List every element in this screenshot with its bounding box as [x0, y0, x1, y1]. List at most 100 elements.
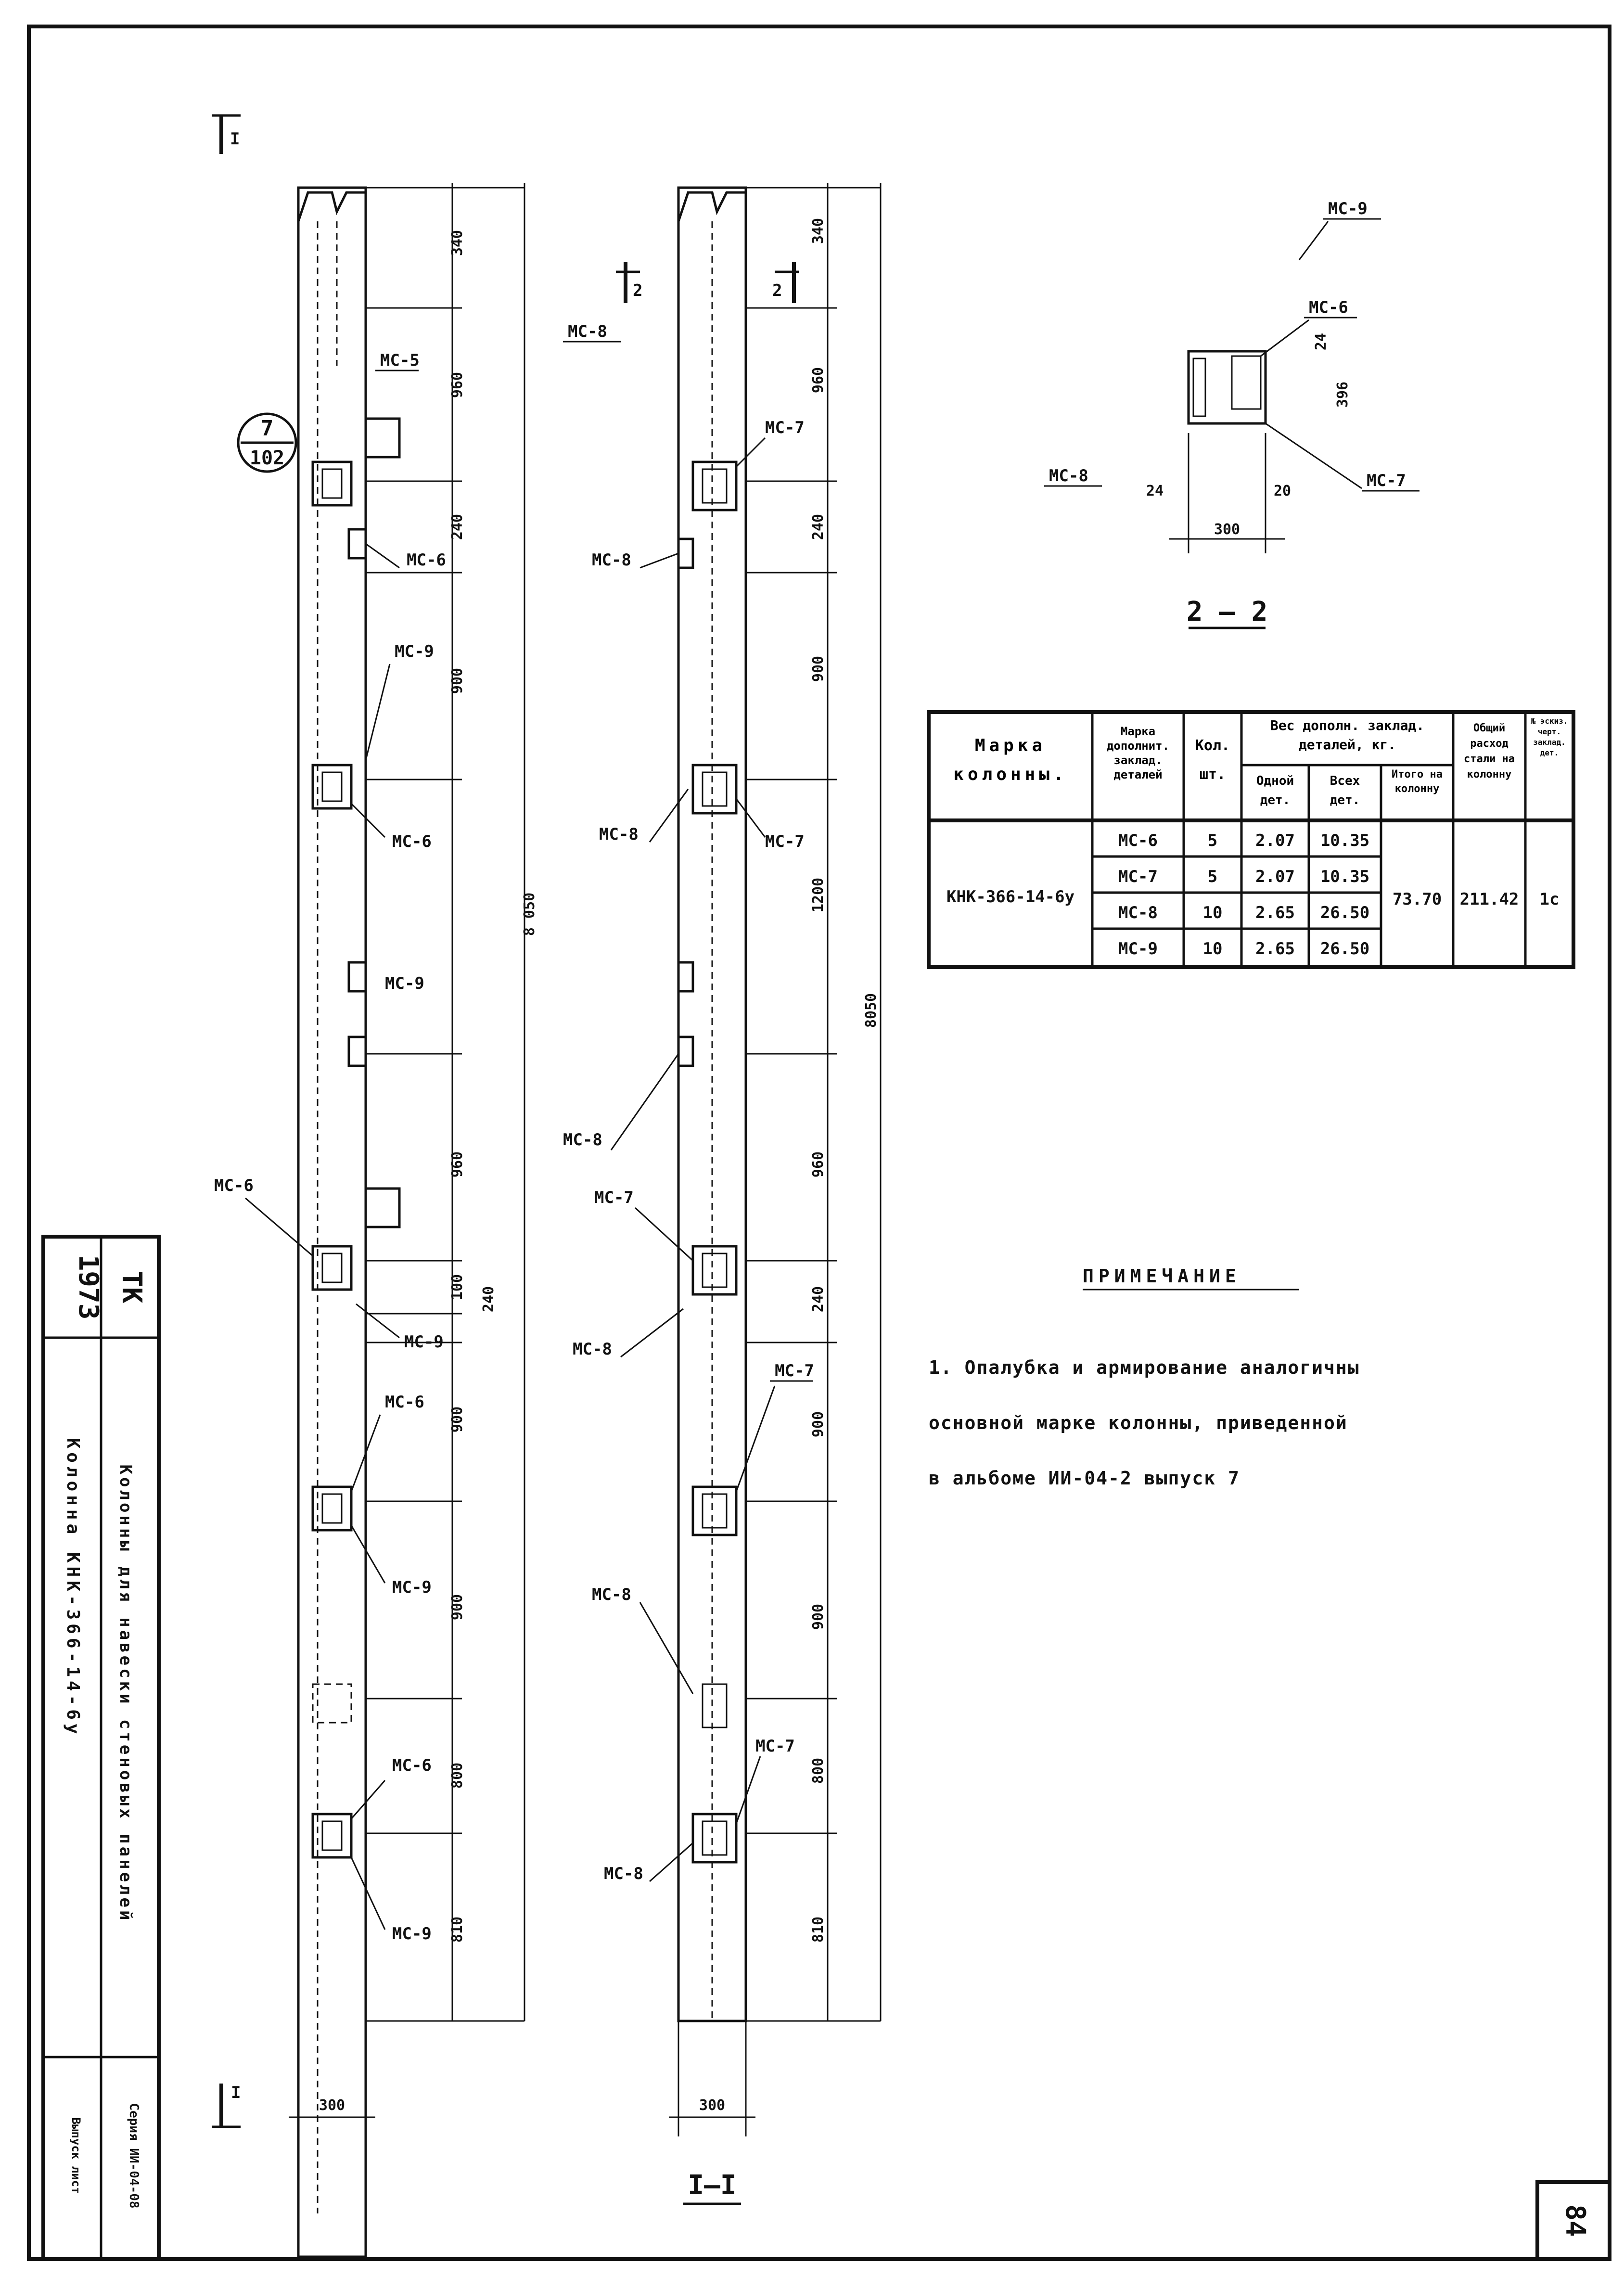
svg-text:МС-7: МС-7: [1118, 867, 1158, 886]
note-title: ПРИМЕЧАНИЕ: [1083, 1266, 1241, 1287]
svg-text:10.35: 10.35: [1320, 831, 1369, 850]
label-mc9-d: МС-9: [392, 1578, 432, 1597]
note-block: ПРИМЕЧАНИЕ 1. Опалубка и армирование ана…: [929, 1266, 1359, 1489]
table-row: МС-8 10 2.65 26.50: [1118, 903, 1369, 922]
left-console-upper: [366, 417, 401, 459]
th-column-mark: Марка колонны.: [953, 736, 1068, 784]
svg-text:2.65: 2.65: [1255, 939, 1295, 959]
td-total: 73.70: [1393, 890, 1442, 909]
left-dim-11: 810: [449, 1917, 466, 1943]
svg-text:2: 2: [772, 281, 782, 300]
label-mc9-e: МС-9: [392, 1924, 432, 1944]
th-qty: Кол. шт.: [1195, 737, 1230, 783]
right-dim-10: 800: [810, 1758, 827, 1784]
svg-text:10.35: 10.35: [1320, 867, 1369, 886]
svg-text:I: I: [231, 2083, 241, 2102]
stamp-series: Серия ИИ-04-08: [127, 2103, 141, 2208]
label-mc6-c: МС-6: [214, 1176, 254, 1195]
svg-text:2.07: 2.07: [1255, 831, 1295, 850]
label-mc8-e: МС-8: [573, 1340, 612, 1359]
svg-text:24: 24: [1146, 483, 1164, 499]
svg-text:7: 7: [261, 416, 274, 441]
th-steel: Общий расход стали на колонну: [1464, 722, 1515, 780]
left-dim-6: 100: [449, 1274, 466, 1300]
label-mc8-g: МС-8: [604, 1864, 643, 1883]
sec2-label-mc9: МС-9: [1328, 199, 1368, 218]
right-column-section: 2 2 МС-8 МС-7 МС-8 МС-8: [563, 183, 882, 2205]
svg-text:10: 10: [1203, 939, 1223, 959]
label-mc8-d: МС-8: [563, 1130, 602, 1150]
th-weight: Вес дополн. заклад. деталей, кг.: [1270, 717, 1425, 753]
label-mc7-e: МС-7: [755, 1737, 795, 1756]
svg-text:20: 20: [1274, 483, 1291, 499]
left-dim-10: 800: [449, 1763, 466, 1789]
th-one: Одной дет.: [1256, 774, 1294, 807]
section-mark-bottom: I: [212, 2083, 241, 2128]
right-column-head: [677, 191, 747, 222]
label-mc7-a: МС-7: [765, 418, 805, 437]
label-mc7-b: МС-7: [765, 832, 805, 851]
left-embedded-parts: [311, 460, 367, 1859]
right-dim-5: 1200: [810, 878, 827, 912]
svg-text:МС-8: МС-8: [1118, 903, 1158, 922]
note-line-3: в альбоме ИИ-04-2 выпуск 7: [929, 1468, 1240, 1489]
right-dim-11: 810: [810, 1917, 827, 1943]
right-dimension-chain: [746, 187, 881, 2022]
svg-text:2: 2: [633, 281, 642, 300]
sec2-label-mc6: МС-6: [1309, 298, 1348, 317]
section-2-2-title: 2 – 2: [1187, 596, 1268, 627]
svg-text:24: 24: [1313, 333, 1330, 350]
right-dim-1: 340: [810, 218, 827, 244]
left-console-lower: [366, 1187, 401, 1228]
right-embedded-parts: [677, 460, 738, 1864]
th-detail-mark: Марка дополнит. заклад. деталей: [1106, 725, 1170, 781]
left-dim-3: 240: [449, 514, 466, 540]
svg-text:10: 10: [1203, 903, 1223, 922]
sheet-number: 84: [1560, 2204, 1591, 2237]
left-dim-1: 340: [449, 230, 466, 256]
right-total-dim: 8050: [863, 993, 880, 1028]
left-dim-9: 900: [449, 1594, 466, 1620]
svg-text:300: 300: [1214, 521, 1240, 538]
label-mc8-f: МС-8: [592, 1585, 631, 1604]
stamp-issue: Выпуск лист: [69, 2118, 83, 2194]
stamp-title-1: Колонны для навески стеновых панелей: [116, 1465, 135, 1923]
stamp-year: 1973: [73, 1255, 104, 1320]
right-dim-3: 240: [810, 514, 827, 540]
stamp-title-2: Колонна КНК-366-14-6у: [63, 1438, 83, 1738]
th-total: Итого на колонну: [1392, 768, 1443, 795]
right-dim-4: 900: [810, 656, 827, 682]
th-all: Всех дет.: [1330, 774, 1360, 807]
left-dimension-chain: [366, 187, 524, 2022]
svg-text:I: I: [230, 129, 240, 149]
note-line-2: основной марке колонны, приведенной: [929, 1412, 1348, 1433]
svg-text:МС-9: МС-9: [1118, 939, 1158, 959]
sheet-number-box: 84: [1535, 2180, 1611, 2261]
left-dim-4: 900: [449, 668, 466, 694]
detail-reference-circle: 7 102: [237, 412, 297, 473]
label-mc9-a: МС-9: [395, 642, 434, 661]
sec2-label-mc8: МС-8: [1049, 466, 1088, 486]
label-mc7-c: МС-7: [594, 1188, 634, 1207]
section-mark-top: I: [212, 114, 241, 154]
left-dim-2: 960: [449, 372, 466, 398]
left-dim-8: 900: [449, 1407, 466, 1432]
svg-text:26.50: 26.50: [1320, 903, 1369, 922]
label-mc8-b: МС-8: [592, 550, 631, 570]
sec2-label-mc7: МС-7: [1367, 471, 1406, 490]
svg-text:2.65: 2.65: [1255, 903, 1295, 922]
label-mc9-b: МС-9: [385, 974, 424, 993]
title-stamp: 1973 ТК Колонны для навески стеновых пан…: [41, 1235, 161, 2261]
svg-text:26.50: 26.50: [1320, 939, 1369, 959]
label-mc5: МС-5: [380, 351, 420, 370]
left-dim-7: 240: [480, 1286, 497, 1312]
svg-text:МС-6: МС-6: [1118, 831, 1158, 850]
svg-text:5: 5: [1208, 867, 1217, 886]
right-dim-9: 900: [810, 1604, 827, 1630]
svg-text:2.07: 2.07: [1255, 867, 1295, 886]
section-2-2: 300 24 20 396 24 МС-9 МС-6 МС-8 МС-7 2 –…: [1044, 199, 1419, 629]
label-mc6-d: МС-6: [385, 1393, 424, 1412]
sheet-frame: [27, 25, 1611, 2261]
svg-text:396: 396: [1334, 382, 1351, 408]
